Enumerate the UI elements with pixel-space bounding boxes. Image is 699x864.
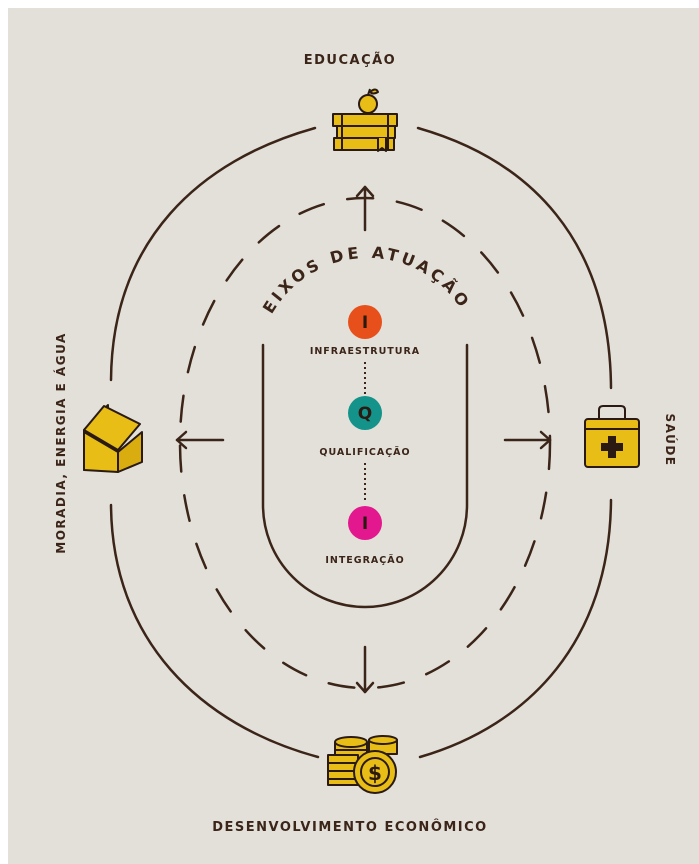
pillar-label-bottom: DESENVOLVIMENTO ECONÔMICO bbox=[212, 820, 488, 835]
axis-letter-infraestrutura: I bbox=[362, 313, 368, 333]
pillar-label-top: EDUCAÇÃO bbox=[303, 53, 397, 68]
axis-label-qualificacao: QUALIFICAÇÃO bbox=[319, 447, 411, 458]
axis-label-infraestrutura: INFRAESTRUTURA bbox=[309, 346, 421, 357]
axis-letter-qualificacao: Q bbox=[358, 404, 372, 424]
inner-stadium bbox=[261, 343, 469, 609]
first-aid-kit-icon bbox=[584, 405, 640, 468]
pillar-label-right: SAÚDE bbox=[663, 413, 677, 467]
outer-ring-bottom-left bbox=[109, 503, 320, 759]
arrow-down bbox=[355, 645, 375, 694]
axis-badge-infraestrutura bbox=[348, 305, 382, 339]
svg-text:$: $ bbox=[368, 761, 382, 785]
arrow-up bbox=[355, 185, 375, 232]
axis-badge-qualificacao bbox=[348, 396, 382, 430]
axis-letter-integracao: I bbox=[362, 514, 368, 534]
axis-badge-integracao bbox=[348, 506, 382, 540]
coins-dollar-icon: $ bbox=[327, 735, 398, 794]
books-apple-icon bbox=[332, 88, 398, 152]
axis-label-integracao: INTEGRAÇÃO bbox=[325, 555, 405, 566]
outer-ring-top-right bbox=[416, 126, 613, 390]
pillar-label-left: MORADIA, ENERGIA E ÁGUA bbox=[54, 332, 68, 554]
outer-ring-bottom-right bbox=[418, 498, 613, 759]
arrow-right bbox=[503, 430, 552, 450]
dashed-ring bbox=[178, 196, 552, 690]
outer-ring-top-left bbox=[109, 126, 317, 382]
house-icon bbox=[83, 404, 143, 473]
arrow-left bbox=[175, 430, 225, 450]
